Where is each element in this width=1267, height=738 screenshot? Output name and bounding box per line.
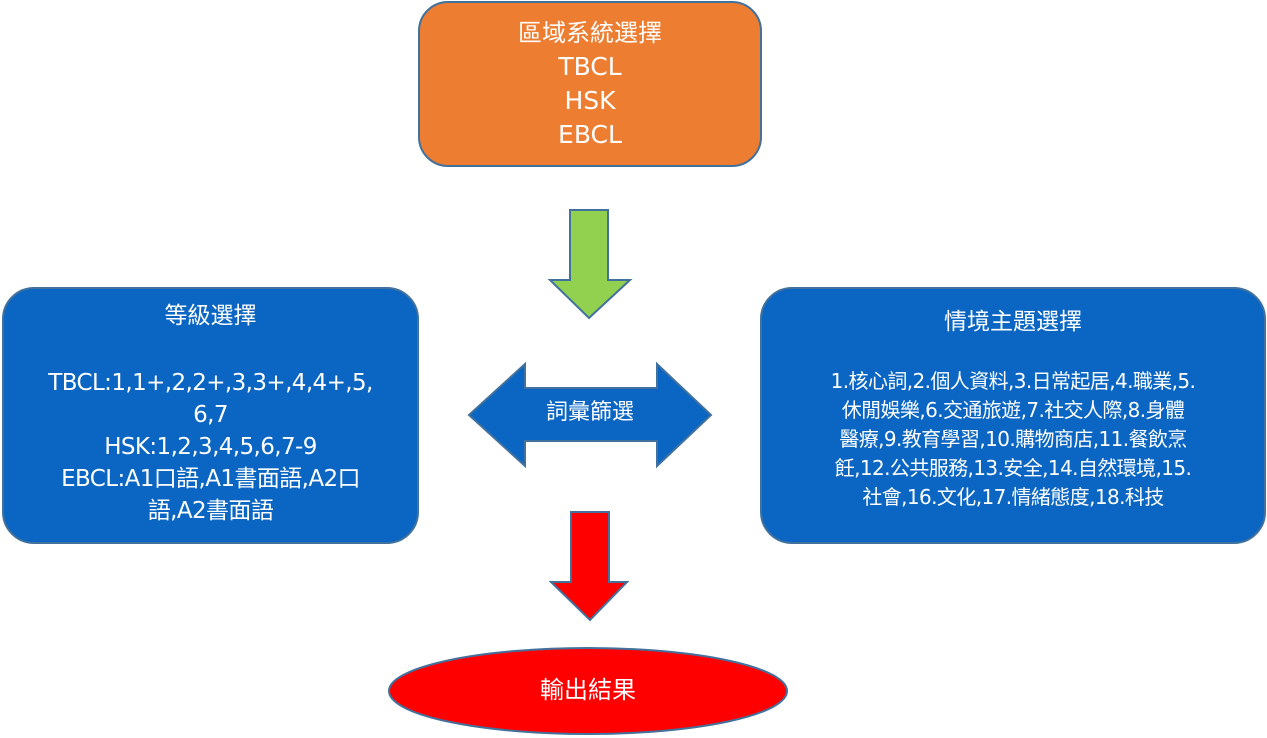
topic-options: 1.核心詞,2.個人資料,3.日常起居,4.職業,5. 休閒娛樂,6.交通旅遊,… [778, 367, 1248, 512]
level-line: HSK:1,2,3,4,5,6,7-9 [104, 434, 317, 460]
double-arrow-icon [467, 361, 713, 469]
level-line: TBCL:1,1+,2,2+,3,3+,4,4+,5, [48, 370, 373, 396]
output-ellipse [388, 647, 788, 735]
region-selection-box: 區域系統選擇 TBCL HSK EBCL [418, 1, 762, 167]
level-title: 等級選擇 [164, 303, 257, 329]
vocabulary-filter-label: 詞彙篩選 [545, 400, 634, 425]
level-line: 語,A2書面語 [147, 498, 274, 524]
topic-line: 休閒娛樂,6.交通旅遊,7.社交人際,8.身體 [841, 398, 1185, 422]
region-system-tbcl: TBCL [558, 52, 622, 81]
topic-line: 社會,16.文化,17.情緒態度,18.科技 [862, 485, 1164, 509]
level-options: TBCL:1,1+,2,2+,3,3+,4,4+,5, 6,7 HSK:1,2,… [13, 367, 408, 527]
topic-line: 1.核心詞,2.個人資料,3.日常起居,4.職業,5. [830, 369, 1196, 393]
level-line: 6,7 [193, 402, 228, 428]
topic-title: 情境主題選擇 [944, 309, 1082, 335]
level-line: EBCL:A1口語,A1書面語,A2口 [61, 466, 360, 492]
green-arrow-down-icon [547, 209, 633, 320]
topic-line: 飪,12.公共服務,13.安全,14.自然環境,15. [834, 456, 1192, 480]
topic-selection-box: 情境主題選擇 1.核心詞,2.個人資料,3.日常起居,4.職業,5. 休閒娛樂,… [760, 287, 1266, 544]
level-selection-box: 等級選擇 TBCL:1,1+,2,2+,3,3+,4,4+,5, 6,7 HSK… [2, 287, 419, 544]
output-result-label: 輸出結果 [540, 676, 636, 704]
region-system-ebcl: EBCL [558, 120, 622, 149]
topic-line: 醫療,9.教育學習,10.購物商店,11.餐飲烹 [839, 427, 1187, 451]
region-system-hsk: HSK [564, 86, 616, 115]
red-arrow-down-icon [548, 511, 630, 622]
region-title: 區域系統選擇 [518, 19, 662, 47]
